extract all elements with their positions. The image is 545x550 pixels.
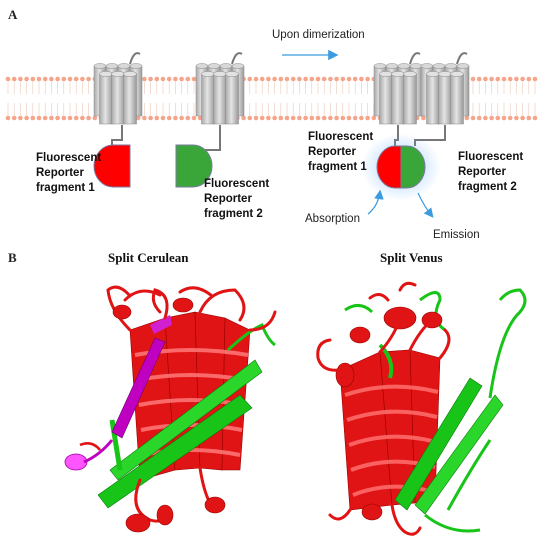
receptor-3-dimer (373, 52, 423, 125)
split-cerulean-structure (64, 285, 277, 533)
panel-b-letter: B (8, 250, 17, 265)
fragment-2-shape (175, 144, 213, 188)
emission-arrow (417, 192, 434, 218)
dimerization-label: Upon dimerization (272, 29, 365, 41)
absorption-label: Absorption (305, 213, 360, 225)
emission-label: Emission (433, 229, 480, 241)
split-cerulean-title: Split Cerulean (108, 250, 189, 265)
linker-1 (111, 125, 123, 146)
dimer-fragment-2-shape (400, 145, 426, 189)
panel-a-letter: A (8, 7, 18, 22)
dimer-fragment-2-label: Fluorescent Reporter fragment 2 (458, 151, 526, 193)
absorption-arrow (367, 189, 384, 215)
split-venus-title: Split Venus (380, 250, 443, 265)
receptor-4-dimer (420, 52, 470, 125)
receptor-1 (93, 52, 143, 125)
dimer-fragment-1-shape (376, 145, 402, 189)
fragment-1-shape (93, 144, 131, 188)
fragment-2-label: Fluorescent Reporter fragment 2 (204, 178, 272, 220)
dimer-fragment-1-label: Fluorescent Reporter fragment 1 (308, 131, 376, 173)
receptor-2 (195, 52, 245, 125)
split-venus-structure (316, 281, 527, 536)
fragment-1-label: Fluorescent Reporter fragment 1 (36, 152, 104, 194)
